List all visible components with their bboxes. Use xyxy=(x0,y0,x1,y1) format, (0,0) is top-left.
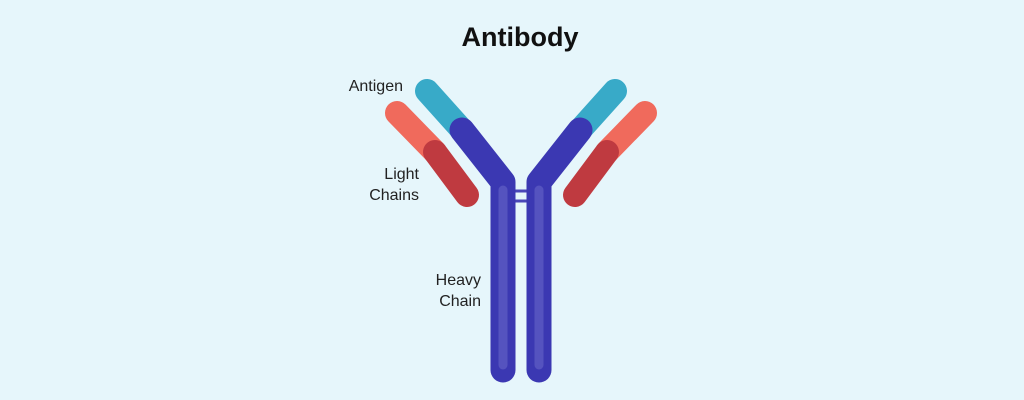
label-antigen: Antigen xyxy=(348,78,403,95)
label-heavy-chain-line1: Heavy xyxy=(435,272,481,289)
diagram-title: Antibody xyxy=(461,22,579,52)
label-light-chains: Light Chains xyxy=(320,164,419,206)
label-light-chains-line2: Chains xyxy=(369,187,419,204)
label-heavy-chain: Heavy Chain xyxy=(380,270,481,312)
label-light-chains-line1: Light xyxy=(384,166,419,183)
light-chain-right-constant xyxy=(563,140,619,207)
label-heavy-chain-line2: Chain xyxy=(439,293,481,310)
heavy-chain-right xyxy=(526,117,593,383)
heavy-chain-left xyxy=(449,117,516,383)
light-chain-left-constant xyxy=(423,140,479,207)
